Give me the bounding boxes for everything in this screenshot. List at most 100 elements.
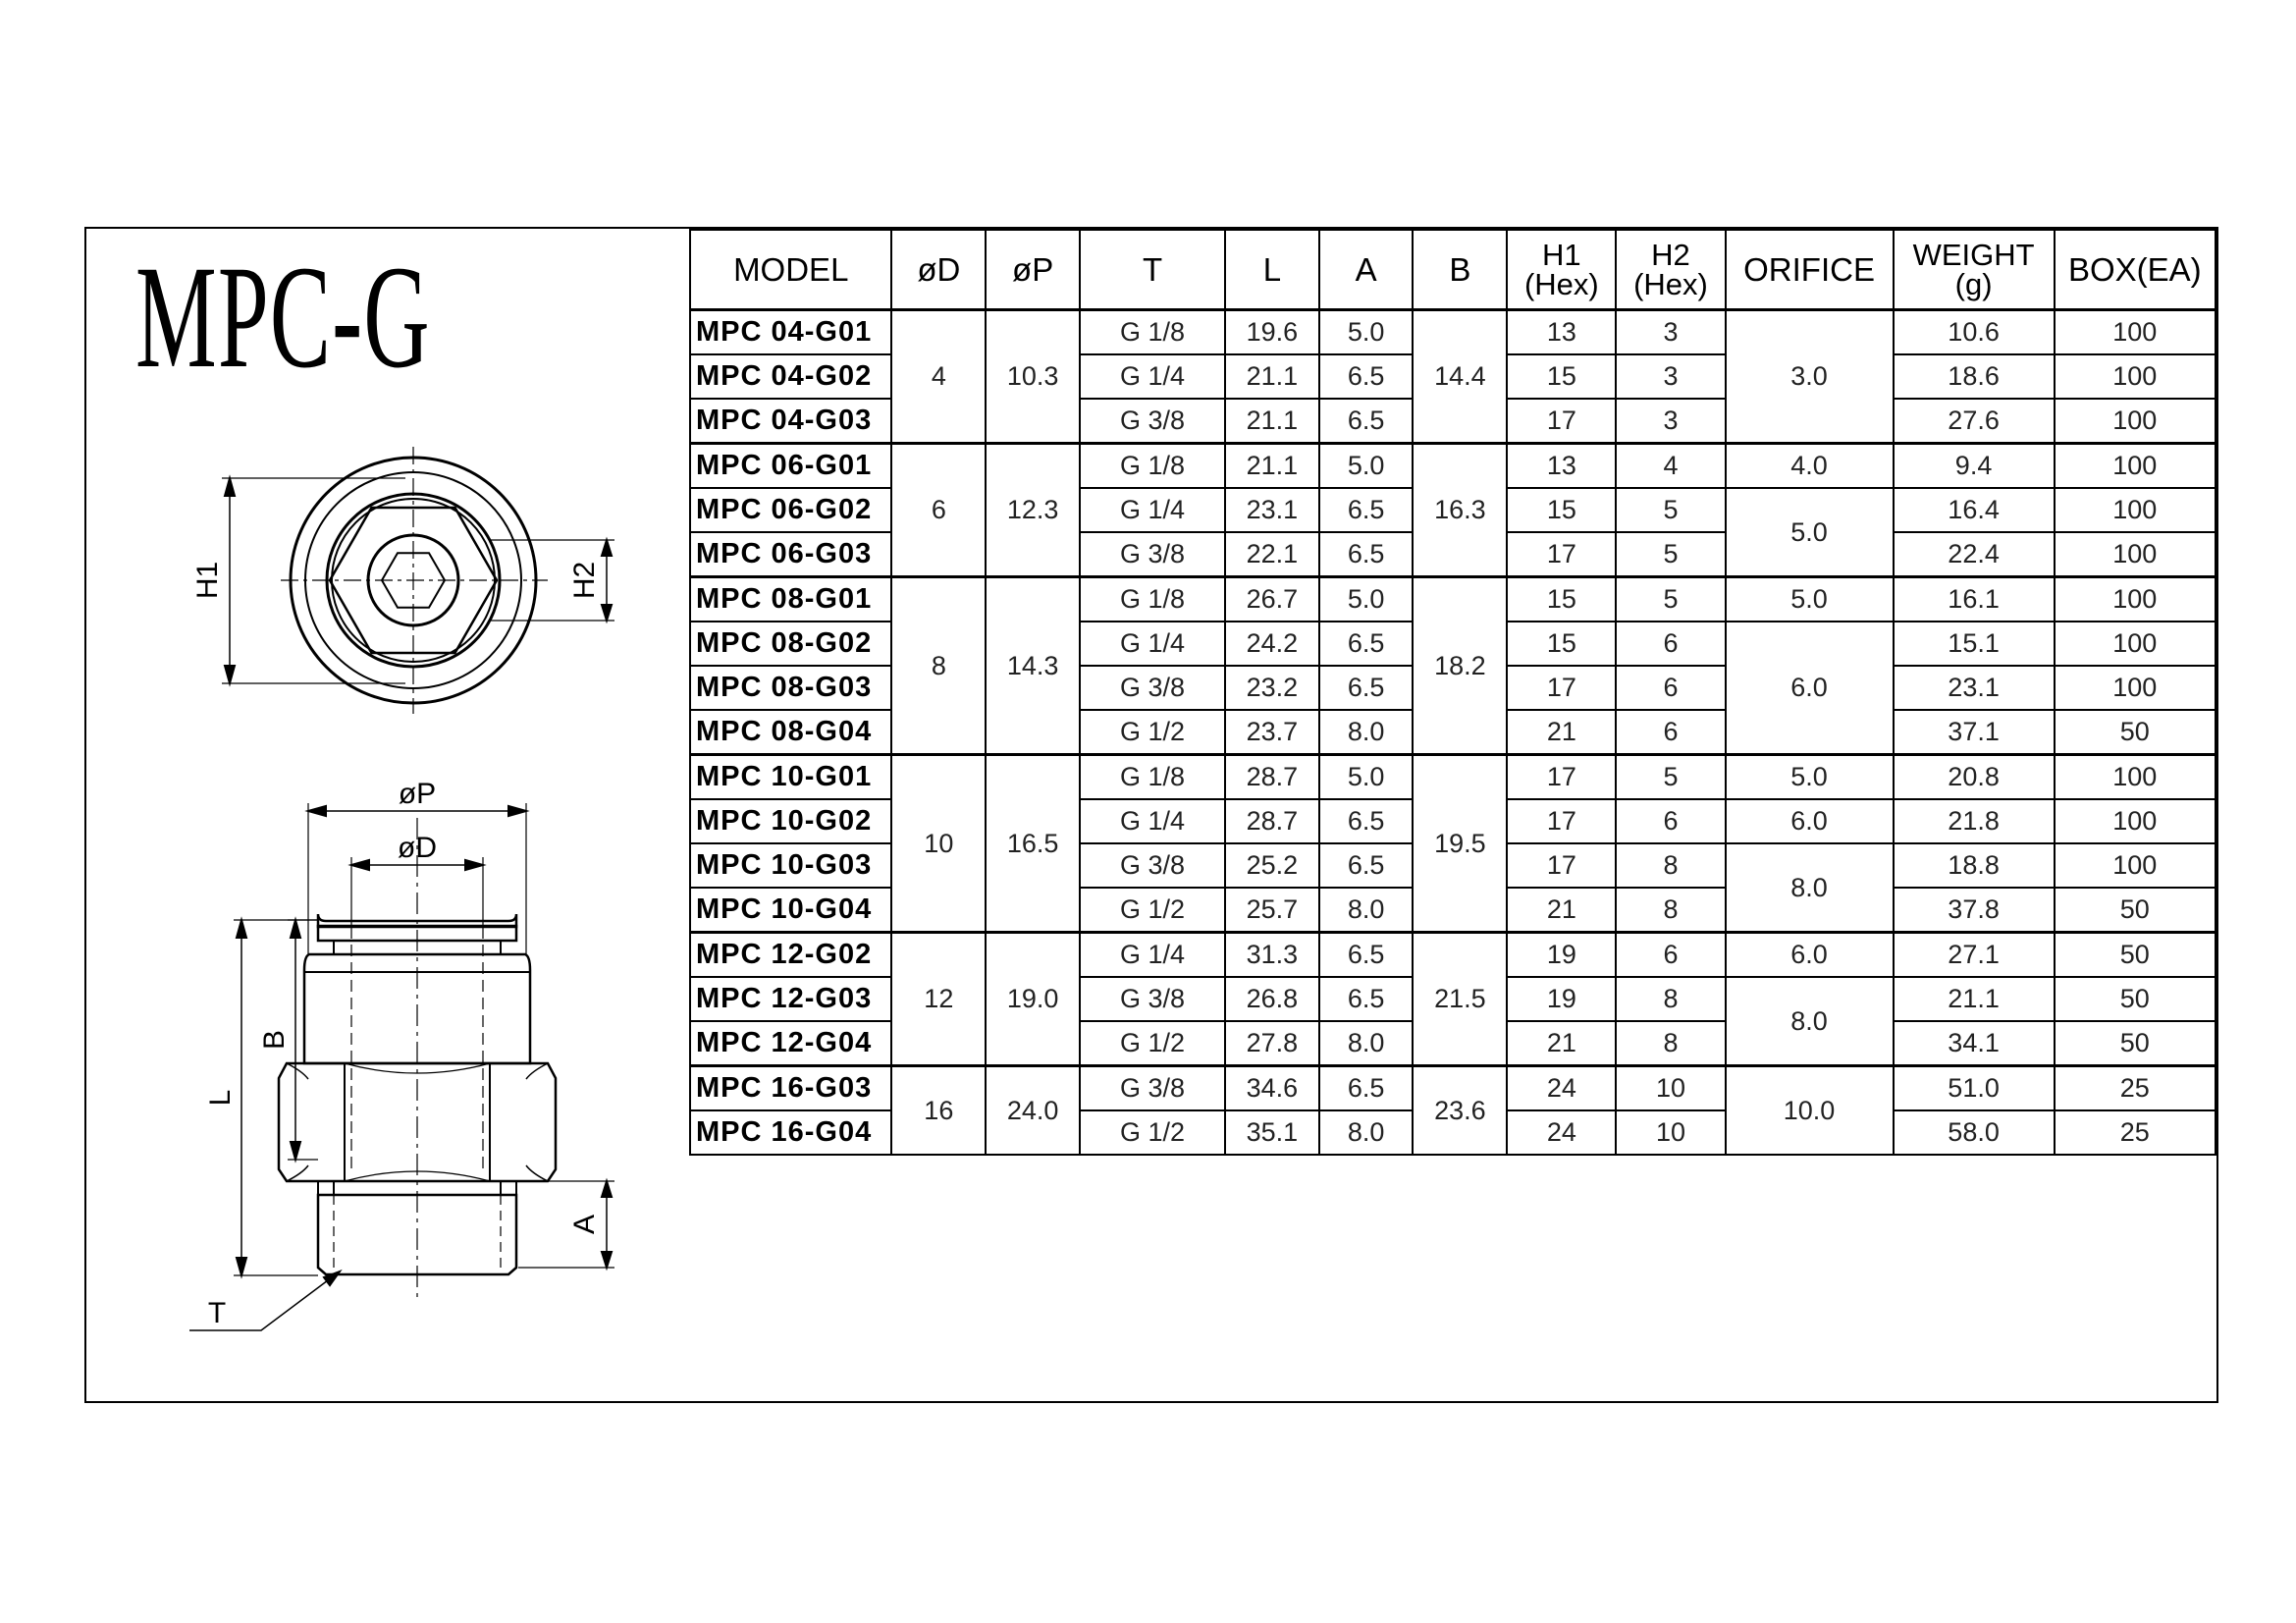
cell-h2: 10	[1615, 1109, 1727, 1156]
cell-model: MPC 06-G02	[688, 487, 893, 533]
col-header-a: A	[1317, 229, 1415, 311]
top-view	[222, 447, 614, 714]
cell-weight: 18.8	[1892, 842, 2056, 889]
cell-p: 14.3	[985, 575, 1082, 756]
cell-model: MPC 04-G03	[688, 398, 893, 445]
cell-weight: 27.6	[1892, 398, 2056, 445]
cell-model: MPC 10-G02	[688, 798, 893, 844]
cell-a: 5.0	[1317, 308, 1415, 355]
cell-box: 25	[2053, 1109, 2217, 1156]
cell-t: G 1/4	[1079, 353, 1226, 400]
cell-model: MPC 04-G01	[688, 308, 893, 355]
col-header-t: T	[1079, 229, 1226, 311]
cell-orifice: 6.0	[1724, 798, 1895, 844]
cell-model: MPC 06-G01	[688, 442, 893, 489]
cell-a: 5.0	[1317, 575, 1415, 622]
dimension-label-h2: H2	[568, 562, 601, 599]
cell-l: 22.1	[1223, 531, 1320, 578]
cell-h1: 15	[1506, 353, 1618, 400]
cell-l: 25.2	[1223, 842, 1320, 889]
cell-l: 28.7	[1223, 798, 1320, 844]
cell-h1: 17	[1506, 798, 1618, 844]
cell-t: G 3/8	[1079, 665, 1226, 711]
cell-a: 6.5	[1317, 931, 1415, 978]
cell-model: MPC 10-G03	[688, 842, 893, 889]
cell-b: 19.5	[1412, 753, 1509, 934]
cell-h1: 17	[1506, 531, 1618, 578]
cell-box: 100	[2053, 665, 2217, 711]
cell-model: MPC 08-G01	[688, 575, 893, 622]
cell-t: G 1/4	[1079, 798, 1226, 844]
cell-h2: 3	[1615, 398, 1727, 445]
cell-a: 6.5	[1317, 665, 1415, 711]
cell-t: G 1/4	[1079, 487, 1226, 533]
cell-t: G 3/8	[1079, 531, 1226, 578]
col-header-d: øD	[890, 229, 988, 311]
cell-model: MPC 12-G02	[688, 931, 893, 978]
col-header-weight: WEIGHT (g)	[1892, 229, 2056, 311]
cell-box: 100	[2053, 308, 2217, 355]
cell-h1: 15	[1506, 487, 1618, 533]
cell-l: 27.8	[1223, 1020, 1320, 1067]
col-header-h1-top: H1	[1542, 238, 1581, 273]
cell-weight: 34.1	[1892, 1020, 2056, 1067]
cell-h2: 4	[1615, 442, 1727, 489]
cell-h1: 24	[1506, 1064, 1618, 1111]
cell-model: MPC 16-G04	[688, 1109, 893, 1156]
cell-a: 8.0	[1317, 709, 1415, 756]
cell-weight: 16.1	[1892, 575, 2056, 622]
fitting-technical-drawing: H1 H2 øP øD L B A T	[189, 447, 614, 1331]
cell-box: 100	[2053, 353, 2217, 400]
cell-h2: 8	[1615, 1020, 1727, 1067]
cell-t: G 1/2	[1079, 1020, 1226, 1067]
cell-h1: 17	[1506, 398, 1618, 445]
cell-box: 100	[2053, 398, 2217, 445]
cell-b: 23.6	[1412, 1064, 1509, 1156]
cell-weight: 51.0	[1892, 1064, 2056, 1111]
cell-t: G 1/8	[1079, 442, 1226, 489]
cell-weight: 15.1	[1892, 621, 2056, 667]
cell-h1: 17	[1506, 665, 1618, 711]
datasheet-frame: MPC-G	[84, 227, 2218, 1403]
cell-box: 50	[2053, 887, 2217, 934]
col-header-h1: H1 (Hex)	[1506, 229, 1618, 311]
cell-p: 12.3	[985, 442, 1082, 578]
cell-orifice: 5.0	[1724, 575, 1895, 622]
col-header-box: BOX(EA)	[2053, 229, 2217, 311]
col-header-b: B	[1412, 229, 1509, 311]
cell-d: 16	[890, 1064, 988, 1156]
cell-l: 24.2	[1223, 621, 1320, 667]
cell-l: 23.1	[1223, 487, 1320, 533]
cell-h2: 6	[1615, 665, 1727, 711]
cell-h1: 15	[1506, 621, 1618, 667]
cell-h1: 17	[1506, 842, 1618, 889]
cell-a: 6.5	[1317, 621, 1415, 667]
cell-box: 50	[2053, 976, 2217, 1022]
cell-model: MPC 08-G03	[688, 665, 893, 711]
cell-box: 100	[2053, 842, 2217, 889]
cell-h1: 17	[1506, 753, 1618, 800]
cell-weight: 18.6	[1892, 353, 2056, 400]
cell-t: G 1/4	[1079, 621, 1226, 667]
cell-h1: 19	[1506, 976, 1618, 1022]
cell-l: 28.7	[1223, 753, 1320, 800]
cell-t: G 3/8	[1079, 842, 1226, 889]
cell-model: MPC 08-G02	[688, 621, 893, 667]
cell-l: 31.3	[1223, 931, 1320, 978]
cell-a: 6.5	[1317, 353, 1415, 400]
cell-t: G 1/8	[1079, 308, 1226, 355]
cell-h2: 5	[1615, 753, 1727, 800]
cell-h1: 13	[1506, 442, 1618, 489]
cell-b: 18.2	[1412, 575, 1509, 756]
cell-orifice: 3.0	[1724, 308, 1895, 445]
cell-t: G 1/4	[1079, 931, 1226, 978]
cell-t: G 3/8	[1079, 398, 1226, 445]
